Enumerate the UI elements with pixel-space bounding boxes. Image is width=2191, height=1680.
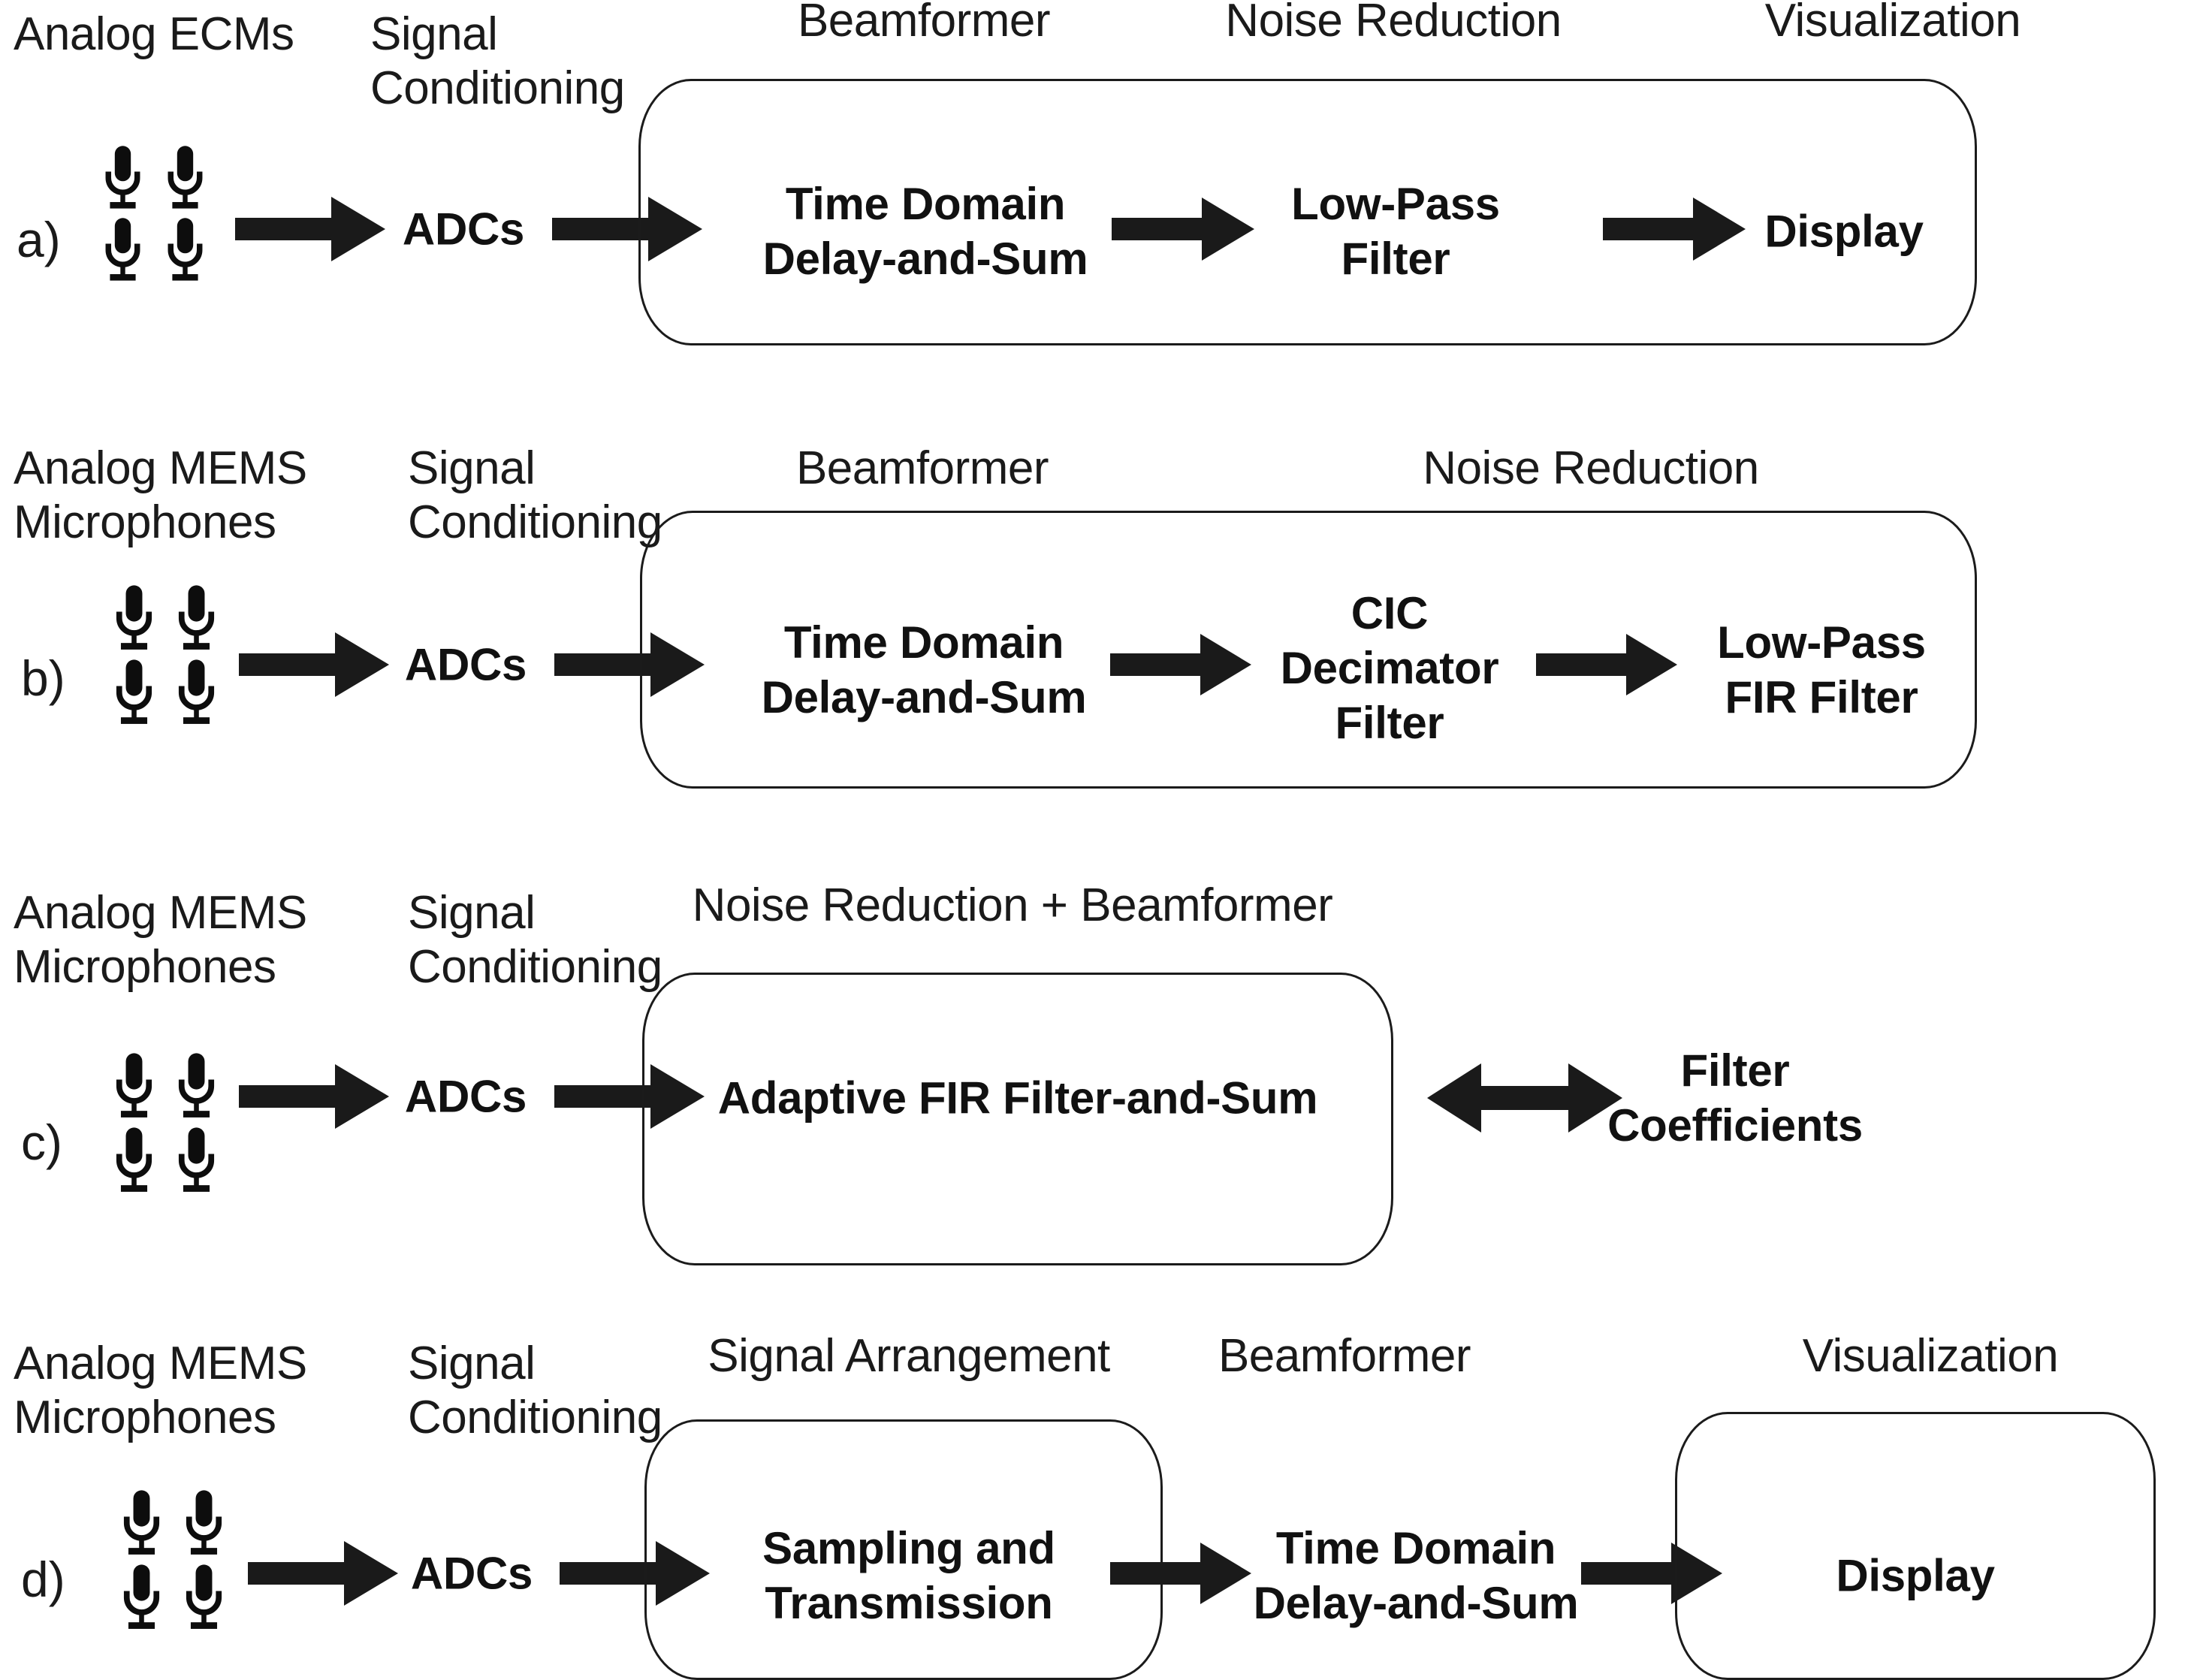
arrow-right-icon <box>1536 634 1677 695</box>
microphone-icon <box>178 1127 215 1192</box>
row-c-block-adcs: ADCs <box>404 1071 527 1122</box>
arrow-right-icon <box>235 197 385 261</box>
microphone-icon <box>186 1564 222 1629</box>
row-b-mic-array <box>105 582 225 728</box>
row-b-processing-box <box>640 511 1977 789</box>
arrow-right-icon <box>239 1064 389 1129</box>
row-a-arrow-beamformer-to-filter <box>1112 198 1254 261</box>
row-a-index-label: a) <box>17 212 61 267</box>
arrow-right-icon <box>1112 198 1254 261</box>
row-a-source-label: Analog ECMs <box>14 8 294 60</box>
microphone-icon <box>167 146 203 209</box>
arrow-right-icon <box>248 1541 398 1606</box>
row-b-block-adcs: ADCs <box>404 639 527 690</box>
microphone-icon <box>116 1127 152 1192</box>
microphone-icon <box>105 146 140 209</box>
arrow-right-icon <box>1110 1543 1251 1604</box>
row-b-arrow-mics-to-adcs <box>239 632 389 697</box>
row-c-arrow-mics-to-adcs <box>239 1064 389 1129</box>
microphone-icon <box>123 1564 160 1629</box>
row-b-arrow-beamformer-to-cic <box>1110 634 1251 695</box>
row-b-index-label: b) <box>21 650 65 706</box>
row-a-arrow-filter-to-display <box>1603 198 1746 261</box>
row-d-block-adcs: ADCs <box>410 1548 533 1599</box>
row-d-arrow-adcs-to-sampling <box>560 1541 710 1606</box>
row-a-processing-box <box>638 79 1977 345</box>
row-c-arrow-adaptive-to-coefficients <box>1427 1060 1622 1136</box>
row-d-index-label: d) <box>21 1552 65 1607</box>
row-c-block-adaptive-fir: Adaptive FIR Filter-and-Sum <box>717 1072 1318 1124</box>
arrow-right-icon <box>1603 198 1746 261</box>
row-d-arrow-mics-to-adcs <box>248 1541 398 1606</box>
row-a-arrow-adcs-to-beamformer <box>552 197 702 261</box>
microphone-icon <box>178 1053 215 1117</box>
arrow-left-right-icon <box>1427 1063 1622 1133</box>
microphone-icon <box>167 218 203 281</box>
microphone-icon <box>178 585 215 650</box>
arrow-right-icon <box>560 1541 710 1606</box>
row-d-visualization-box <box>1675 1412 2156 1680</box>
row-b-arrow-adcs-to-beamformer <box>554 632 705 697</box>
row-d-arrow-beamformer-to-display <box>1581 1543 1722 1604</box>
row-a-block-adcs: ADCs <box>402 204 525 255</box>
row-c-processing-box <box>642 973 1393 1265</box>
microphone-icon <box>178 659 215 724</box>
row-c-index-label: c) <box>21 1114 62 1170</box>
row-d-caption-signal-arrangement: Signal Arrangement <box>708 1330 1110 1382</box>
row-d-caption-visualization: Visualization <box>1802 1330 2059 1382</box>
microphone-icon <box>105 218 140 281</box>
row-b-arrow-cic-to-fir <box>1536 634 1677 695</box>
row-d-mic-array <box>113 1487 233 1633</box>
row-d-caption-beamformer: Beamformer <box>1218 1330 1471 1382</box>
row-d-block-display: Display <box>1836 1550 1995 1601</box>
row-a-caption-beamformer: Beamformer <box>797 0 1051 47</box>
microphone-icon <box>116 1053 152 1117</box>
microphone-icon <box>186 1490 222 1555</box>
microphone-icon <box>116 659 152 724</box>
row-a-caption-visualization: Visualization <box>1764 0 2021 47</box>
row-d-arrow-sampling-to-beamformer <box>1110 1543 1251 1604</box>
arrow-right-icon <box>1581 1543 1722 1604</box>
arrow-right-icon <box>239 632 389 697</box>
row-c-mic-array <box>105 1050 225 1196</box>
row-d-signal-arrangement-box <box>644 1419 1163 1680</box>
arrow-right-icon <box>554 632 705 697</box>
row-b-caption-beamformer: Beamformer <box>795 442 1049 494</box>
microphone-icon <box>123 1490 160 1555</box>
row-a-arrow-mics-to-adcs <box>235 197 385 261</box>
arrow-right-icon <box>554 1064 705 1129</box>
row-a-block-display: Display <box>1764 206 1924 257</box>
row-a-caption-noise-reduction: Noise Reduction <box>1225 0 1562 47</box>
row-b-caption-noise-reduction: Noise Reduction <box>1423 442 1759 494</box>
row-a-mic-array <box>94 143 214 285</box>
row-c-arrow-adcs-to-adaptive <box>554 1064 705 1129</box>
arrow-right-icon <box>552 197 702 261</box>
row-c-caption-noise-reduction-beamformer: Noise Reduction + Beamformer <box>692 879 1333 931</box>
microphone-icon <box>116 585 152 650</box>
arrow-right-icon <box>1110 634 1251 695</box>
